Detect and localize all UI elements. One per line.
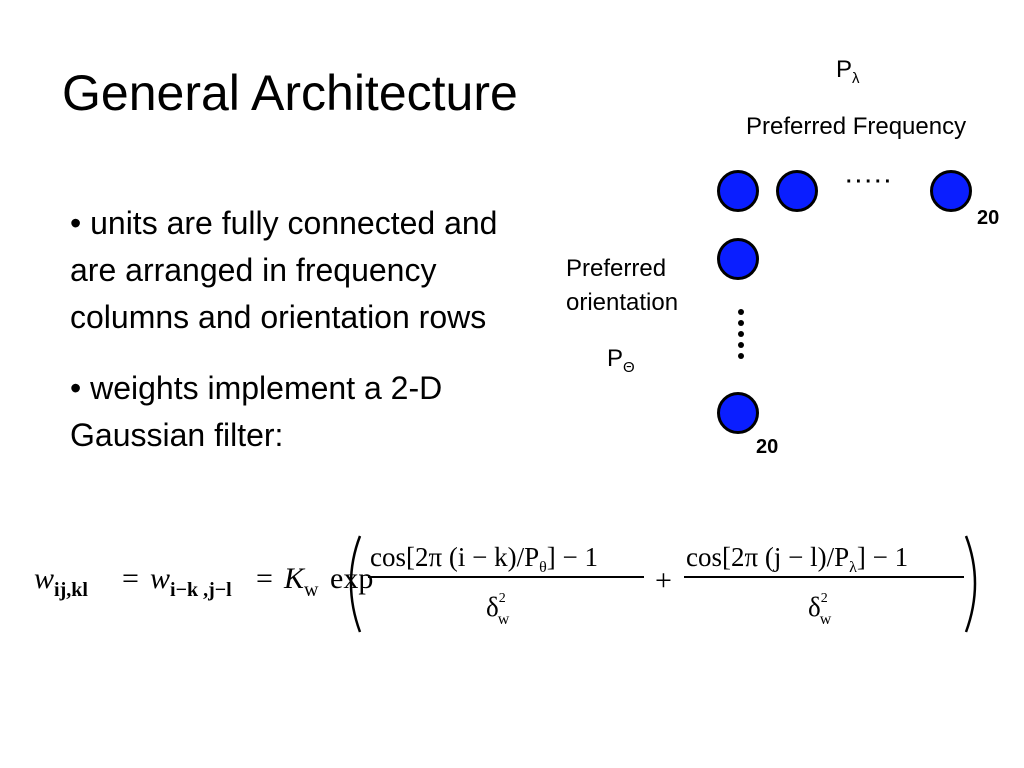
- formula-mid: wi−k ,j−l: [150, 562, 232, 601]
- unit-node: [717, 170, 759, 212]
- unit-node: [930, 170, 972, 212]
- frequency-count: 20: [977, 207, 1000, 229]
- slide-title: General Architecture: [62, 65, 518, 121]
- orientation-label-line2: orientation: [566, 289, 679, 316]
- orientation-count: 20: [756, 436, 779, 458]
- formula-plus: +: [655, 564, 672, 597]
- frequency-subscript: λ: [852, 70, 860, 87]
- frequency-label: Preferred Frequency: [746, 113, 967, 140]
- frequency-symbol: Pλ: [836, 56, 860, 87]
- orientation-symbol: PΘ: [607, 345, 635, 376]
- orientation-subscript: Θ: [623, 359, 635, 376]
- formula-equals: =: [122, 562, 139, 595]
- orientation-ellipsis: [738, 309, 744, 364]
- formula-numerator-1: cos[2π (i − k)/Pθ] − 1: [370, 542, 598, 576]
- formula-left-paren: [349, 535, 362, 633]
- unit-node: [717, 238, 759, 280]
- bullet-list: • units are fully connected and are arra…: [70, 200, 550, 483]
- unit-node: [717, 392, 759, 434]
- formula-numerator-2: cos[2π (j − l)/Pλ] − 1: [686, 542, 908, 576]
- formula-right-paren: [964, 535, 977, 633]
- gaussian-weight-formula: wij,kl = wi−k ,j−l = Kw exp cos[2π (i − …: [30, 528, 980, 638]
- unit-node: [776, 170, 818, 212]
- formula-lhs: wij,kl: [34, 562, 88, 601]
- bullet-item: • units are fully connected and are arra…: [70, 205, 498, 335]
- frequency-ellipsis: ·····: [846, 171, 895, 193]
- bullet-item: • weights implement a 2-D Gaussian filte…: [70, 370, 443, 453]
- formula-constant: Kw: [283, 562, 319, 601]
- formula-svg: wij,kl = wi−k ,j−l = Kw exp cos[2π (i − …: [34, 535, 977, 633]
- orientation-label-line1: Preferred: [566, 255, 667, 282]
- formula-equals: =: [256, 562, 273, 595]
